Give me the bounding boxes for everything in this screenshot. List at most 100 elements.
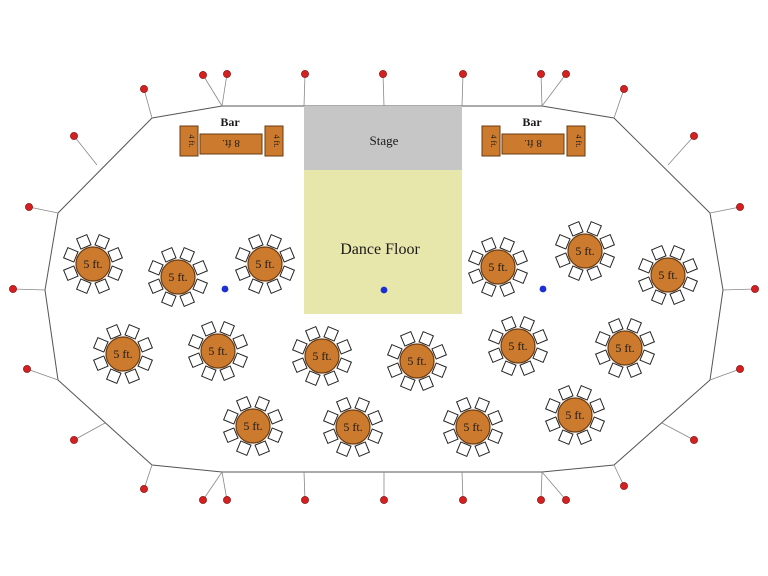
chair <box>336 357 353 374</box>
bar-left-counter <box>199 133 263 155</box>
chair <box>487 428 504 445</box>
table-size-label: 5 ft. <box>312 349 331 363</box>
chair <box>219 320 236 337</box>
light-stem <box>709 206 741 214</box>
chair <box>247 278 264 295</box>
table-size-label: 5 ft. <box>615 341 634 355</box>
chair <box>586 220 603 237</box>
bar-left-end-1-text: 4 ft. <box>187 135 196 148</box>
table-size-label: 5 ft. <box>463 420 482 434</box>
chair <box>335 441 352 458</box>
chair <box>75 233 92 250</box>
red-light-icon <box>620 482 628 490</box>
chair <box>322 428 339 445</box>
red-light-icon <box>537 70 545 78</box>
red-light-icon <box>70 436 78 444</box>
chair <box>137 336 154 353</box>
round-table: 5 ft. <box>291 325 353 387</box>
chair <box>474 396 491 413</box>
chair <box>500 315 517 332</box>
table-size-label: 5 ft. <box>488 260 507 274</box>
red-light-icon <box>301 496 309 504</box>
chair <box>639 330 656 347</box>
table-top <box>247 246 283 282</box>
red-light-icon <box>736 203 744 211</box>
table-size-label: 5 ft. <box>113 347 132 361</box>
chair <box>442 428 459 445</box>
chair <box>124 323 141 340</box>
chair <box>589 416 606 433</box>
chair <box>179 246 196 263</box>
chair <box>480 281 497 298</box>
chair <box>544 416 561 433</box>
chair <box>637 257 654 274</box>
light-stem <box>202 74 223 107</box>
chair <box>669 244 686 261</box>
table-size-label: 5 ft. <box>255 257 274 271</box>
chair <box>322 409 339 426</box>
round-table: 5 ft. <box>147 246 209 308</box>
chair <box>399 375 416 392</box>
red-light-icon <box>199 71 207 79</box>
bar-left-end-2 <box>264 125 284 157</box>
red-light-icon <box>223 70 231 78</box>
table-top <box>567 233 603 269</box>
red-light-icon <box>690 132 698 140</box>
bar-left-counter-text: 8 ft. <box>222 137 240 149</box>
red-light-icon <box>736 365 744 373</box>
table-top <box>500 328 536 364</box>
chair <box>62 246 79 263</box>
chair <box>254 440 271 457</box>
chair <box>234 246 251 263</box>
chair <box>576 384 593 401</box>
light-stem <box>143 88 153 119</box>
red-light-icon <box>25 203 33 211</box>
chair <box>669 289 686 306</box>
red-light-icon <box>23 365 31 373</box>
chair <box>192 278 209 295</box>
bar-right-label: Bar <box>522 115 542 129</box>
table-size-label: 5 ft. <box>508 339 527 353</box>
chair <box>386 343 403 360</box>
light-stem <box>540 73 543 107</box>
chair <box>467 249 484 266</box>
chair <box>187 333 204 350</box>
blue-dot-marker-icon <box>539 285 547 293</box>
bar-right-end-1-text: 4 ft. <box>489 135 498 148</box>
chair <box>431 362 448 379</box>
chair <box>512 249 529 266</box>
chair <box>567 220 584 237</box>
chair <box>474 441 491 458</box>
chair <box>367 428 384 445</box>
table-top <box>650 257 686 293</box>
blue-dot-marker-icon <box>221 285 229 293</box>
red-light-icon <box>562 496 570 504</box>
chair <box>179 291 196 308</box>
chair <box>480 236 497 253</box>
red-light-icon <box>379 70 387 78</box>
chair <box>487 328 504 345</box>
dance-floor-label: Dance Floor <box>340 241 420 258</box>
chair <box>532 328 549 345</box>
chair <box>367 409 384 426</box>
table-top <box>200 333 236 369</box>
table-top <box>557 397 593 433</box>
chair <box>682 276 699 293</box>
chair <box>500 360 517 377</box>
chair <box>267 408 284 425</box>
chair <box>232 333 249 350</box>
red-light-icon <box>562 70 570 78</box>
chair <box>607 362 624 379</box>
chair <box>291 357 308 374</box>
chair <box>594 330 611 347</box>
chair <box>75 278 92 295</box>
round-table: 5 ft. <box>594 317 656 379</box>
table-top <box>399 343 435 379</box>
chair <box>512 268 529 285</box>
light-stem <box>202 471 223 501</box>
red-light-icon <box>223 496 231 504</box>
light-stem <box>541 73 567 107</box>
chair <box>200 320 217 337</box>
table-top <box>235 408 271 444</box>
chair <box>222 408 239 425</box>
